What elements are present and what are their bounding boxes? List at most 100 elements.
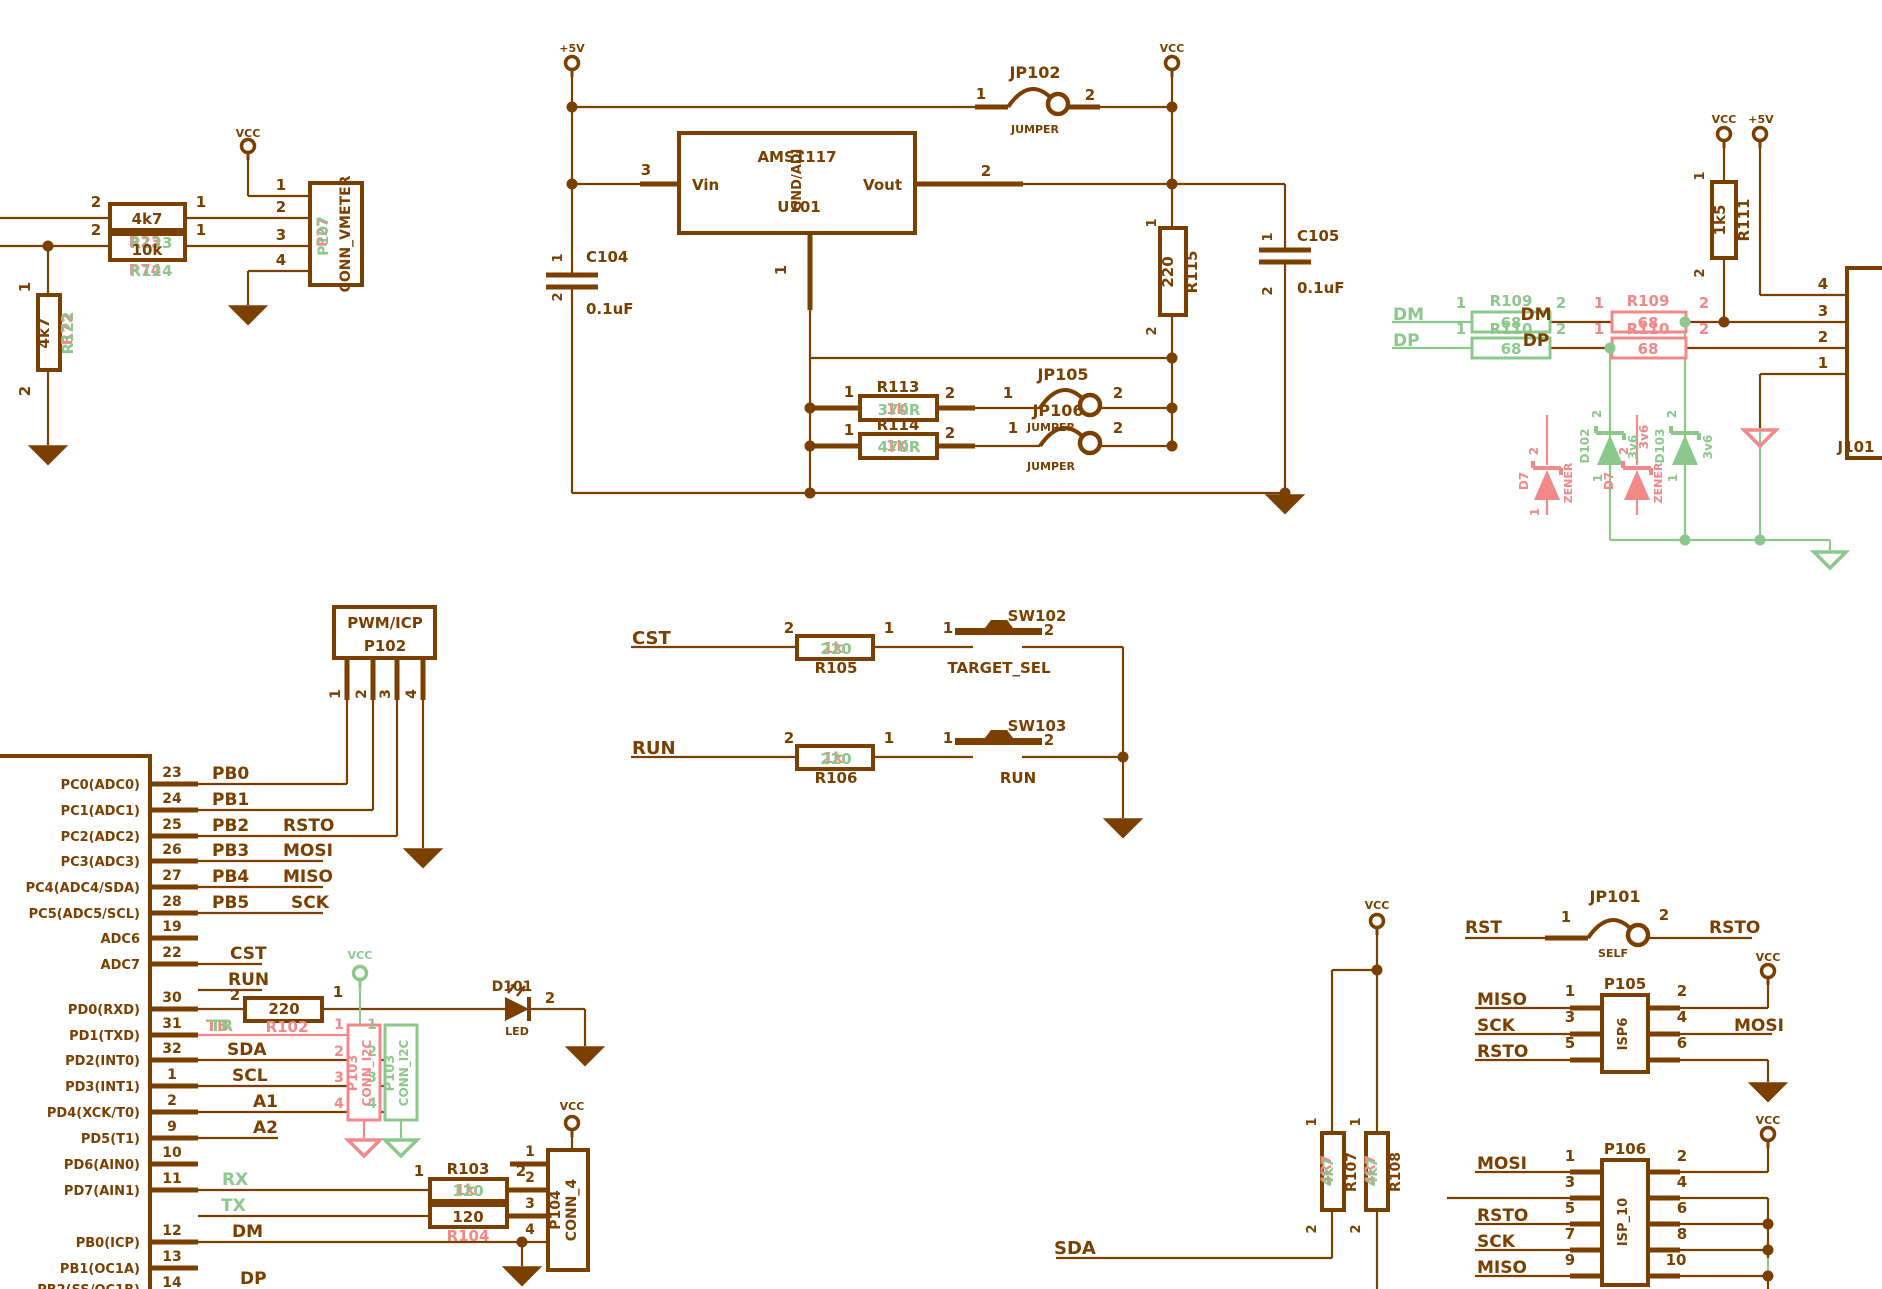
junction-dot [42, 240, 54, 252]
component-box [1845, 266, 1882, 460]
schematic-label: 19 [162, 919, 181, 935]
schematic-label: 4 [367, 1096, 377, 1112]
schematic-label: MISO [1477, 1258, 1527, 1278]
schematic-label: 32 [162, 1041, 181, 1057]
schematic-label: P103 [383, 1055, 398, 1092]
schematic-label: MOSI [283, 841, 333, 861]
schematic-label: D7 [1517, 472, 1531, 490]
ground-icon [564, 1046, 606, 1067]
schematic-label: R122 [59, 312, 77, 355]
schematic-label: SELF [1598, 947, 1628, 960]
power-flag-icon [1368, 912, 1386, 930]
schematic-label: 2 [1556, 320, 1566, 338]
schematic-label: P106 [1604, 1140, 1646, 1158]
schematic-label: 1K [886, 400, 909, 418]
schematic-label: 4k7 [1365, 1158, 1381, 1187]
schematic-label: 120 [452, 1208, 483, 1226]
schematic-label: 1 [1591, 474, 1605, 482]
component-box [546, 1148, 590, 1272]
schematic-label: SW103 [1008, 717, 1067, 735]
schematic-label: 1 [333, 983, 343, 1001]
schematic-label: 5 [1565, 1034, 1575, 1052]
component-box [1470, 310, 1552, 334]
schematic-label: P103 [346, 1055, 361, 1092]
junction-dot [1166, 352, 1178, 364]
schematic-label: RUN [1000, 769, 1036, 787]
schematic-label: CONN_I2C [397, 1039, 412, 1106]
schematic-label: 1 [1008, 419, 1018, 437]
schematic-label: JUMPER [1010, 123, 1060, 136]
schematic-label: TARGET_SEL [947, 659, 1051, 677]
schematic-label: JP102 [1008, 63, 1060, 82]
schematic-label: 10k [132, 241, 164, 259]
schematic-label: RSTO [283, 816, 334, 836]
component-box [1710, 180, 1738, 260]
component-box [1158, 226, 1188, 317]
component-box [0, 754, 152, 1289]
schematic-label: 68 [1638, 340, 1659, 358]
schematic-label: 1 [943, 619, 953, 637]
schematic-label: 1 [943, 729, 953, 747]
schematic-label: 1 [1003, 384, 1013, 402]
schematic-label: PD0(RXD) [68, 1003, 140, 1018]
schematic-label: MOSI [1477, 1154, 1527, 1174]
schematic-label: 26 [162, 842, 181, 858]
schematic-label: 1 [1594, 294, 1604, 312]
schematic-label: CONN_VMETER [338, 175, 354, 292]
component-box [308, 181, 364, 287]
schematic-label: JUMPER [1026, 421, 1076, 434]
component-box [1470, 336, 1552, 360]
schematic-label: 2 [1699, 294, 1709, 312]
schematic-label: R104 [447, 1227, 490, 1245]
schematic-label: 2 [1590, 410, 1604, 418]
schematic-label: PD3(INT1) [65, 1080, 140, 1095]
power-flag-icon [563, 1114, 581, 1132]
zener-diode-icon [1534, 470, 1560, 500]
schematic-label: 2 [1113, 419, 1123, 437]
schematic-label: 3 [1818, 302, 1828, 320]
schematic-label: MOSI [1734, 1016, 1784, 1036]
schematic-label: 2 [91, 193, 101, 211]
schematic-label: RSTO [1477, 1042, 1528, 1062]
schematic-label: ZENER [1652, 462, 1665, 503]
schematic-label: D103 [1653, 428, 1667, 463]
schematic-label: 1 [1565, 982, 1575, 1000]
component-box [108, 202, 187, 232]
schematic-label: 10 [1666, 1251, 1687, 1269]
schematic-label: 4 [525, 1222, 535, 1238]
schematic-label: 7 [1565, 1225, 1575, 1243]
schematic-label: D102 [1578, 428, 1592, 463]
schematic-label: 4R7 [1363, 1155, 1379, 1185]
component-box [36, 293, 62, 372]
schematic-label: RSTO [1477, 1206, 1528, 1226]
schematic-label: VCC [1365, 899, 1390, 912]
schematic-label: D7 [1602, 472, 1616, 490]
schematic-label: 2 [1659, 906, 1669, 924]
schematic-label: R102 [266, 1018, 309, 1036]
schematic-label: R114 [877, 416, 920, 434]
schematic-label: 1 [1261, 232, 1276, 241]
schematic-label: 4k7 [35, 318, 53, 349]
schematic-label: 2 [545, 989, 555, 1007]
junction-dot [1279, 487, 1291, 499]
power-flag-icon [1751, 125, 1769, 143]
schematic-label: SW102 [1008, 607, 1067, 625]
schematic-label: R123 [130, 234, 173, 252]
ground-icon [1809, 550, 1851, 571]
component-box [1600, 1158, 1650, 1287]
schematic-label: 1 [1456, 294, 1466, 312]
schematic-label: 28 [162, 894, 181, 910]
schematic-label: R23 [129, 233, 161, 251]
schematic-label: P104 [548, 1190, 564, 1230]
junction-dot [1679, 316, 1691, 328]
schematic-label: 14 [162, 1275, 182, 1289]
schematic-label: R108 [1388, 1152, 1404, 1192]
schematic-label: 9 [167, 1119, 177, 1135]
schematic-label: 1k5 [1711, 205, 1729, 236]
schematic-label: DM [1393, 305, 1424, 325]
schematic-label: 0.1uF [1297, 279, 1345, 297]
schematic-label: 1 [1305, 1117, 1320, 1126]
schematic-label: 2 [367, 1044, 377, 1060]
schematic-label: 6 [1677, 1199, 1687, 1217]
